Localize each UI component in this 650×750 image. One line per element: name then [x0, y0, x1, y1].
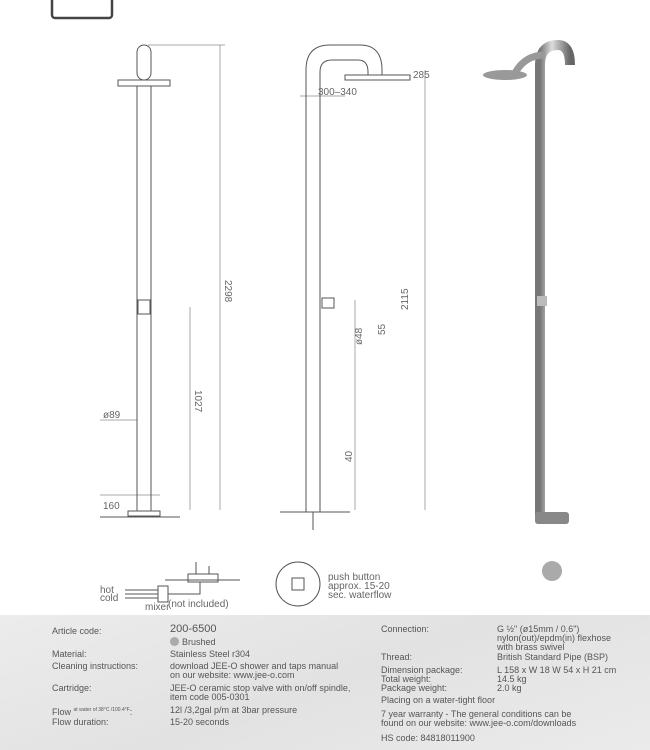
dimension: L 158 x W 18 W 54 x H 21 cm — [497, 665, 617, 675]
technical-drawing: 2298 1027 ø89 160 285 300–340 2115 ø48 5… — [50, 0, 575, 613]
dim-285: 285 — [413, 70, 430, 81]
dim-160: 160 — [103, 501, 120, 512]
dim-2115: 2115 — [400, 288, 411, 310]
thread: British Standard Pipe (BSP) — [497, 652, 609, 662]
warranty: 7 year warranty - The general conditions… — [381, 709, 572, 719]
material-label: Material: — [52, 649, 87, 659]
cleaning-label: Cleaning instructions: — [52, 661, 139, 671]
finish-swatch — [542, 561, 562, 581]
dimension-label: Dimension package: — [381, 665, 463, 675]
product-photo — [483, 39, 575, 581]
flow-duration-label: Flow duration: — [52, 717, 109, 727]
side-view — [280, 44, 426, 530]
dim-89: ø89 — [103, 410, 121, 421]
front-view — [100, 44, 225, 518]
connection: with brass swivel — [497, 642, 565, 652]
mixer-note: (not included) — [168, 599, 229, 610]
cartridge: item code 005-0301 — [170, 692, 250, 702]
specs-panel: Article code: 200-6500 Brushed Material:… — [0, 615, 650, 750]
cartridge-label: Cartridge: — [52, 683, 92, 693]
mixer-diagram — [125, 561, 321, 607]
thread-label: Thread: — [381, 652, 413, 662]
article-code: 200-6500 — [170, 623, 217, 635]
connection-label: Connection: — [381, 624, 430, 634]
dim-2298: 2298 — [222, 280, 233, 303]
hs-code: HS code: 84818011900 — [381, 733, 475, 743]
total-weight: 14.5 kg — [497, 674, 527, 684]
hot-label: hot — [100, 585, 114, 596]
flow-duration: 15-20 seconds — [170, 717, 230, 727]
dim-300-340: 300–340 — [318, 87, 357, 98]
cold-label: cold — [100, 593, 118, 604]
flow: 12l /3,2gal p/m at 3bar pressure — [170, 705, 298, 715]
dim-48: ø48 — [354, 327, 365, 345]
material: Stainless Steel r304 — [170, 649, 251, 659]
article-code-label: Article code: — [52, 626, 102, 636]
package-weight-label: Package weight: — [381, 683, 448, 693]
logo-box — [50, 0, 114, 20]
finish: Brushed — [182, 637, 216, 647]
push-note: push button — [328, 572, 380, 583]
flow-note: at water of 38°C /100.4°F — [73, 707, 130, 713]
dim-55: 55 — [377, 323, 388, 335]
finish-swatch-icon — [170, 637, 179, 646]
dim-40: 40 — [344, 450, 355, 462]
warranty: found on our website: www.jee-o.com/down… — [381, 718, 577, 728]
total-weight-label: Total weight: — [381, 674, 432, 684]
dim-1027: 1027 — [192, 390, 203, 413]
connection: nylon(out)/epdm(in) flexhose — [497, 633, 612, 643]
package-weight: 2.0 kg — [497, 683, 522, 693]
placing-note: Placing on a water-tight floor — [381, 695, 496, 705]
push-note: approx. 15-20 — [328, 581, 390, 592]
cartridge: JEE-O ceramic stop valve with on/off spi… — [170, 683, 351, 693]
push-note: sec. waterflow — [328, 590, 392, 601]
flow-label: Flow — [52, 707, 72, 717]
mixer-label: mixer — [145, 602, 170, 613]
cleaning: download JEE-O shower and taps manual — [170, 661, 339, 671]
connection: G ½" (ø15mm / 0.6") — [497, 624, 580, 634]
cleaning: on our website: www.jee-o.com — [170, 670, 295, 680]
